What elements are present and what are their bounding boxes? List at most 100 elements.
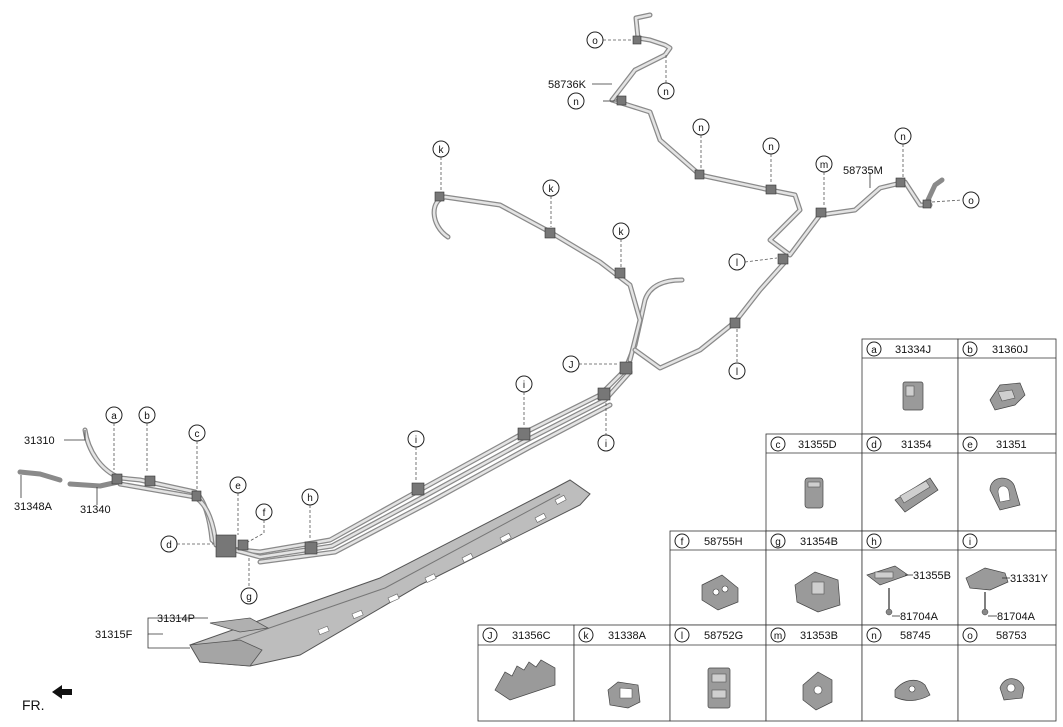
part-image-31338A [607, 681, 641, 709]
svg-text:81704A: 81704A [900, 611, 939, 623]
callout-circles: a b c e f d g h i i i J k k k l l n n m … [105, 31, 980, 605]
part-image-31334J [902, 381, 924, 411]
callout-j: J [562, 355, 580, 373]
callout-n2: n [762, 137, 780, 155]
part-image-31355D [804, 477, 824, 509]
svg-text:31338A: 31338A [608, 630, 647, 642]
part-image-31360J [989, 382, 1026, 411]
callout-d: d [160, 535, 178, 553]
callout-n3: n [894, 127, 912, 145]
svg-text:31360J: 31360J [992, 344, 1028, 356]
svg-text:m: m [820, 160, 828, 171]
svg-text:d: d [871, 440, 877, 451]
heat-shield-31314P [209, 617, 270, 633]
svg-text:i: i [415, 435, 417, 446]
legend-cell-k: k 31338A [578, 627, 647, 643]
svg-text:n: n [573, 97, 579, 108]
svg-text:g: g [775, 537, 781, 548]
svg-text:31354B: 31354B [800, 536, 838, 548]
svg-text:31356C: 31356C [512, 630, 551, 642]
label-31315F: 31315F [95, 629, 133, 641]
callout-l2: l [728, 362, 746, 380]
svg-text:31355D: 31355D [798, 439, 837, 451]
part-image-58745 [894, 679, 931, 701]
callout-n4: n [657, 82, 675, 100]
svg-text:i: i [605, 439, 607, 450]
part-image-58752G [707, 667, 731, 709]
callout-e: e [229, 476, 247, 494]
svg-text:31334J: 31334J [895, 344, 931, 356]
svg-text:f: f [263, 508, 266, 519]
legend-cell-h: h [866, 533, 882, 549]
part-image-58755H [701, 574, 739, 611]
svg-text:m: m [774, 631, 782, 642]
label-31348A: 31348A [14, 501, 53, 513]
callout-m: m [815, 155, 833, 173]
svg-text:31331Y: 31331Y [1010, 573, 1049, 585]
svg-text:b: b [967, 345, 973, 356]
callout-o2: o [586, 31, 604, 49]
callout-g: g [240, 587, 258, 605]
svg-text:d: d [166, 540, 172, 551]
svg-text:c: c [195, 429, 200, 440]
callout-o1: o [962, 191, 980, 209]
callout-i1: i [407, 430, 425, 448]
label-58736K: 58736K [548, 79, 587, 91]
part-image-31351 [989, 477, 1021, 511]
svg-text:l: l [681, 631, 683, 642]
label-31310: 31310 [24, 435, 55, 447]
part-image-31353B [802, 671, 833, 711]
svg-text:h: h [871, 537, 877, 548]
legend-cell-f: f 58755H [674, 533, 743, 549]
svg-text:58745: 58745 [900, 630, 931, 642]
svg-text:c: c [776, 440, 781, 451]
svg-text:31354: 31354 [901, 439, 932, 451]
svg-text:58752G: 58752G [704, 630, 743, 642]
underbody-heat-shield [189, 479, 591, 667]
svg-text:a: a [871, 345, 877, 356]
callout-i2: i [515, 375, 533, 393]
part-image-31356C [494, 659, 556, 701]
svg-text:k: k [619, 227, 625, 238]
svg-text:o: o [968, 196, 974, 207]
callout-k2: k [542, 179, 560, 197]
svg-text:i: i [523, 380, 525, 391]
svg-text:k: k [584, 631, 590, 642]
callout-c: c [188, 424, 206, 442]
legend-cell-i: i [962, 533, 978, 549]
svg-text:J: J [569, 360, 574, 371]
svg-text:l: l [736, 367, 738, 378]
svg-text:a: a [111, 411, 117, 422]
svg-text:b: b [144, 411, 150, 422]
svg-text:n: n [871, 631, 877, 642]
svg-text:31355B: 31355B [913, 570, 951, 582]
legend-cell-b: b 31360J [962, 341, 1028, 357]
callout-l1: l [728, 253, 746, 271]
svg-text:i: i [969, 537, 971, 548]
svg-text:f: f [681, 537, 684, 548]
callout-n5: n [567, 92, 585, 110]
svg-text:k: k [549, 184, 555, 195]
svg-text:o: o [592, 36, 598, 47]
svg-text:h: h [307, 493, 313, 504]
part-image-31355B: 31355B 81704A [866, 565, 951, 623]
svg-text:31353B: 31353B [800, 630, 838, 642]
callout-f: f [255, 503, 273, 521]
callout-k3: k [612, 222, 630, 240]
callout-k1: k [432, 140, 450, 158]
callout-n1: n [692, 118, 710, 136]
part-image-31354 [894, 477, 939, 513]
callout-a: a [105, 406, 123, 424]
leader-lines [20, 39, 963, 649]
label-31314P: 31314P [157, 613, 195, 625]
callout-h: h [301, 488, 319, 506]
label-58735M: 58735M [843, 165, 883, 177]
svg-text:l: l [736, 258, 738, 269]
callout-b: b [138, 406, 156, 424]
svg-text:31351: 31351 [996, 439, 1027, 451]
svg-text:58755H: 58755H [704, 536, 743, 548]
svg-text:J: J [488, 631, 493, 642]
